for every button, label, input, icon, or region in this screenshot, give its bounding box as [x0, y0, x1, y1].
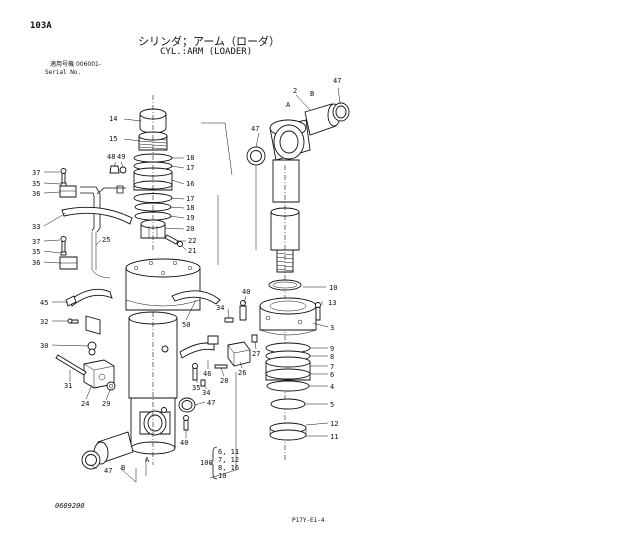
callout-47-mid: 47: [207, 399, 215, 407]
callout-18-upper: 18: [186, 154, 194, 162]
part-45-band-clamp: [65, 288, 113, 307]
kit-group-label: 10C: [200, 459, 213, 467]
part-24-valve-block: [55, 315, 116, 391]
view-marker-a-top: A: [286, 101, 291, 109]
callout-14: 14: [109, 115, 117, 123]
callout-33: 33: [32, 223, 40, 231]
callout-34-upper: 34: [216, 304, 224, 312]
callout-34-mid: 34: [202, 389, 210, 397]
callout-18-lower: 18: [186, 204, 194, 212]
callout-12: 12: [330, 420, 338, 428]
callout-49: 49: [117, 153, 125, 161]
part-48-49-fittings: [109, 161, 127, 174]
part-27-40-fittings: [183, 300, 258, 431]
callout-9: 9: [330, 345, 334, 353]
callout-labels: 14 15 18 17 16 17 18 19 20 22 21 48 49 3…: [32, 77, 341, 475]
piston-head-assembly: [133, 95, 183, 250]
callout-19: 19: [186, 214, 194, 222]
callout-46: 46: [203, 370, 211, 378]
page-code: 103A: [30, 21, 52, 31]
leader-lines: [43, 87, 341, 470]
callout-50: 50: [182, 321, 190, 329]
part-26-block: [227, 341, 251, 367]
serial-value: 006001-: [75, 61, 102, 68]
part-47-seal-rings-left: [81, 397, 196, 470]
piston-rod-assembly: [246, 102, 350, 460]
kit-group-brace: 10C 6, 11 7, 12 8, 16 10: [200, 446, 239, 480]
callout-6: 6: [330, 371, 334, 379]
part-34-35-screws: [192, 363, 206, 387]
callout-28: 28: [220, 377, 228, 385]
callout-13: 13: [328, 299, 336, 307]
callout-20: 20: [186, 225, 194, 233]
callout-25: 25: [102, 236, 110, 244]
callout-21: 21: [188, 247, 196, 255]
callout-15: 15: [109, 135, 117, 143]
callout-10: 10: [329, 284, 337, 292]
callout-2: 2: [293, 87, 297, 95]
view-marker-a-bottom: A: [145, 456, 150, 464]
callout-37-upper: 37: [32, 169, 40, 177]
callout-48: 48: [107, 153, 115, 161]
assembly-guide-lines: [119, 122, 257, 483]
kit-group-line-4: 10: [218, 472, 226, 480]
callout-11: 11: [330, 433, 338, 441]
page-title-english: CYL.:ARM (LOADER): [160, 47, 253, 57]
callout-5: 5: [330, 401, 334, 409]
callout-16: 16: [186, 180, 194, 188]
part-28-screw: [214, 364, 228, 369]
callout-37-lower: 37: [32, 238, 40, 246]
page-reference: P17Y-E1-4: [292, 517, 325, 524]
callout-27: 27: [252, 350, 260, 358]
callout-35-lower: 35: [32, 248, 40, 256]
callout-24: 24: [81, 400, 89, 408]
callout-17-lower: 17: [186, 195, 194, 203]
serial-label-jp-text: 適用号機: [50, 61, 75, 68]
page-title-japanese: シリンダ；アーム（ローダ）: [138, 35, 281, 48]
part-33-pipe: [61, 185, 133, 279]
callout-17-upper: 17: [186, 164, 194, 172]
callout-8: 8: [330, 353, 334, 361]
view-markers: A B A B: [121, 90, 314, 472]
kit-group-line-1: 6, 11: [218, 448, 239, 456]
part-36-clamp-lower: [59, 236, 78, 270]
callout-45: 45: [40, 299, 48, 307]
kit-group-line-2: 7, 12: [218, 456, 239, 464]
callout-29: 29: [102, 400, 110, 408]
callout-31: 31: [64, 382, 72, 390]
kit-group-line-3: 8, 16: [218, 464, 239, 472]
callout-40-upper: 40: [242, 288, 250, 296]
callout-4: 4: [330, 383, 334, 391]
serial-label-english: Serial No.: [45, 69, 82, 76]
callout-35-mid: 35: [192, 384, 200, 392]
callout-35-upper: 35: [32, 180, 40, 188]
view-marker-b-top: B: [310, 90, 314, 98]
callout-36-upper: 36: [32, 190, 40, 198]
cylinder-tube: [125, 258, 221, 465]
document-code: 0609200: [55, 502, 85, 510]
callout-47-top-left: 47: [251, 125, 259, 133]
callout-22: 22: [188, 237, 196, 245]
callout-47-top-right: 47: [333, 77, 341, 85]
callout-30: 30: [40, 342, 48, 350]
callout-47-bottom: 47: [104, 467, 112, 475]
callout-36-lower: 36: [32, 259, 40, 267]
callout-7: 7: [330, 363, 334, 371]
part-14-cap: [139, 108, 167, 134]
callout-3: 3: [330, 324, 334, 332]
callout-32: 32: [40, 318, 48, 326]
view-marker-b-bottom: B: [121, 464, 125, 472]
part-36-clamp-upper: [59, 168, 77, 198]
callout-40-lower: 40: [180, 439, 188, 447]
callout-26: 26: [238, 369, 246, 377]
serial-label-japanese: 適用号機 006001-: [50, 62, 101, 68]
